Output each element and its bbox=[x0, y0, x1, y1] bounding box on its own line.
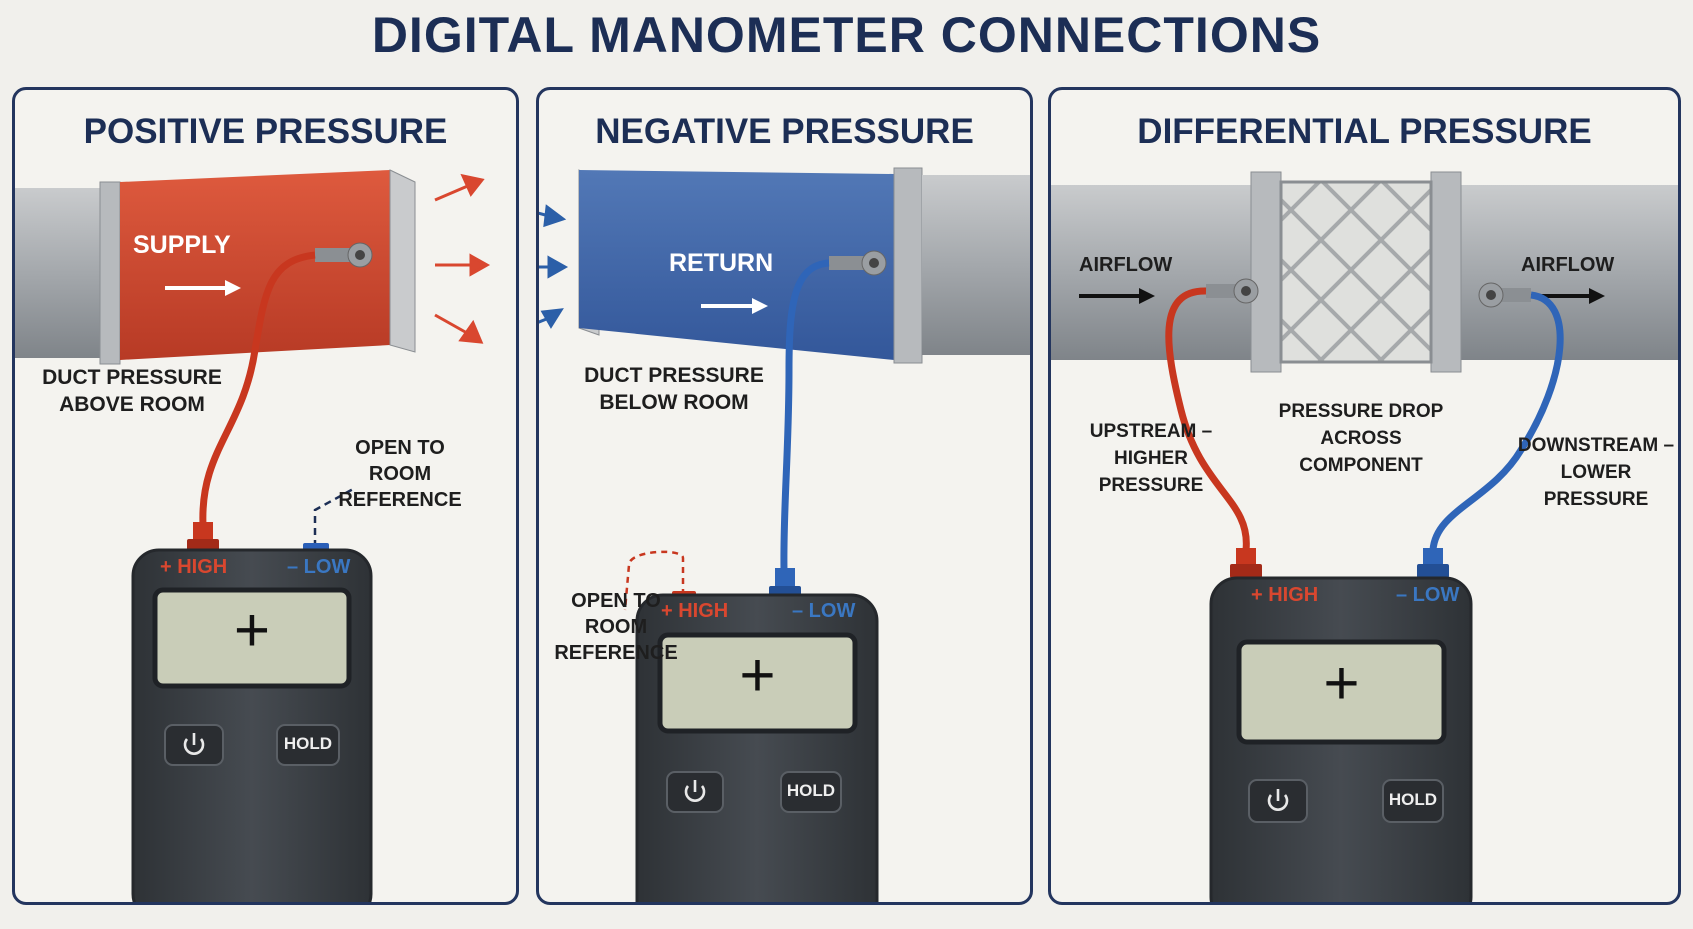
high-hose bbox=[199, 251, 316, 526]
outflow-arrows bbox=[434, 173, 491, 344]
high-port-label: + HIGH bbox=[160, 556, 228, 578]
pressure-drop-note: PRESSURE DROP ACROSS COMPONENT bbox=[1278, 401, 1444, 476]
lcd-readout: + bbox=[739, 641, 776, 710]
negative-pressure-panel: NEGATIVE PRESSURE bbox=[536, 87, 1033, 905]
high-hose bbox=[1165, 287, 1250, 551]
positive-diagram bbox=[15, 169, 491, 902]
airflow-left-label: AIRFLOW bbox=[1079, 254, 1173, 276]
hold-button-label: HOLD bbox=[283, 734, 333, 753]
low-hose bbox=[1429, 291, 1564, 551]
filter-component bbox=[1279, 180, 1433, 364]
inflow-arrows bbox=[539, 204, 569, 329]
steel-duct bbox=[922, 175, 1030, 355]
lcd-readout: + bbox=[1323, 649, 1360, 718]
lcd-screen bbox=[1236, 639, 1447, 745]
hold-button[interactable] bbox=[780, 771, 842, 813]
hold-button[interactable] bbox=[276, 724, 340, 766]
downstream-note: DOWNSTREAM – LOWER PRESSURE bbox=[1517, 435, 1675, 510]
high-port-label: + HIGH bbox=[661, 600, 729, 622]
differential-pressure-panel: DIFFERENTIAL PRESSURE bbox=[1048, 87, 1681, 905]
hold-button-label: HOLD bbox=[786, 781, 836, 800]
airflow-right-label: AIRFLOW bbox=[1521, 254, 1615, 276]
upstream-note: UPSTREAM – HIGHER PRESSURE bbox=[1089, 421, 1213, 496]
positive-pressure-panel: POSITIVE PRESSURE bbox=[12, 87, 519, 905]
supply-duct bbox=[120, 170, 390, 360]
panel-heading: NEGATIVE PRESSURE bbox=[595, 112, 974, 151]
return-duct bbox=[579, 170, 894, 360]
page-title: DIGITAL MANOMETER CONNECTIONS bbox=[371, 7, 1322, 63]
negative-diagram bbox=[539, 167, 1030, 902]
return-label: RETURN bbox=[669, 249, 774, 277]
differential-diagram bbox=[1051, 171, 1678, 902]
lcd-screen bbox=[152, 587, 352, 689]
panel-heading: DIFFERENTIAL PRESSURE bbox=[1137, 112, 1592, 151]
lcd-readout: + bbox=[233, 596, 271, 665]
low-hose bbox=[780, 259, 830, 571]
high-port-label: + HIGH bbox=[1251, 584, 1319, 606]
duct-pressure-note: DUCT PRESSURE ABOVE ROOM bbox=[42, 366, 222, 416]
open-to-room-note: OPEN TO ROOM REFERENCE bbox=[338, 437, 462, 511]
duct-pressure-note: DUCT PRESSURE BELOW ROOM bbox=[584, 364, 764, 414]
open-to-room-note: OPEN TO ROOM REFERENCE bbox=[554, 590, 678, 664]
supply-label: SUPPLY bbox=[133, 231, 231, 259]
panel-heading: POSITIVE PRESSURE bbox=[83, 112, 448, 151]
hold-button-label: HOLD bbox=[1388, 790, 1438, 809]
low-port-label: – LOW bbox=[792, 600, 856, 622]
hold-button[interactable] bbox=[1382, 779, 1444, 823]
low-port-label: – LOW bbox=[287, 556, 351, 578]
lcd-screen bbox=[657, 632, 858, 734]
low-port-label: – LOW bbox=[1396, 584, 1460, 606]
